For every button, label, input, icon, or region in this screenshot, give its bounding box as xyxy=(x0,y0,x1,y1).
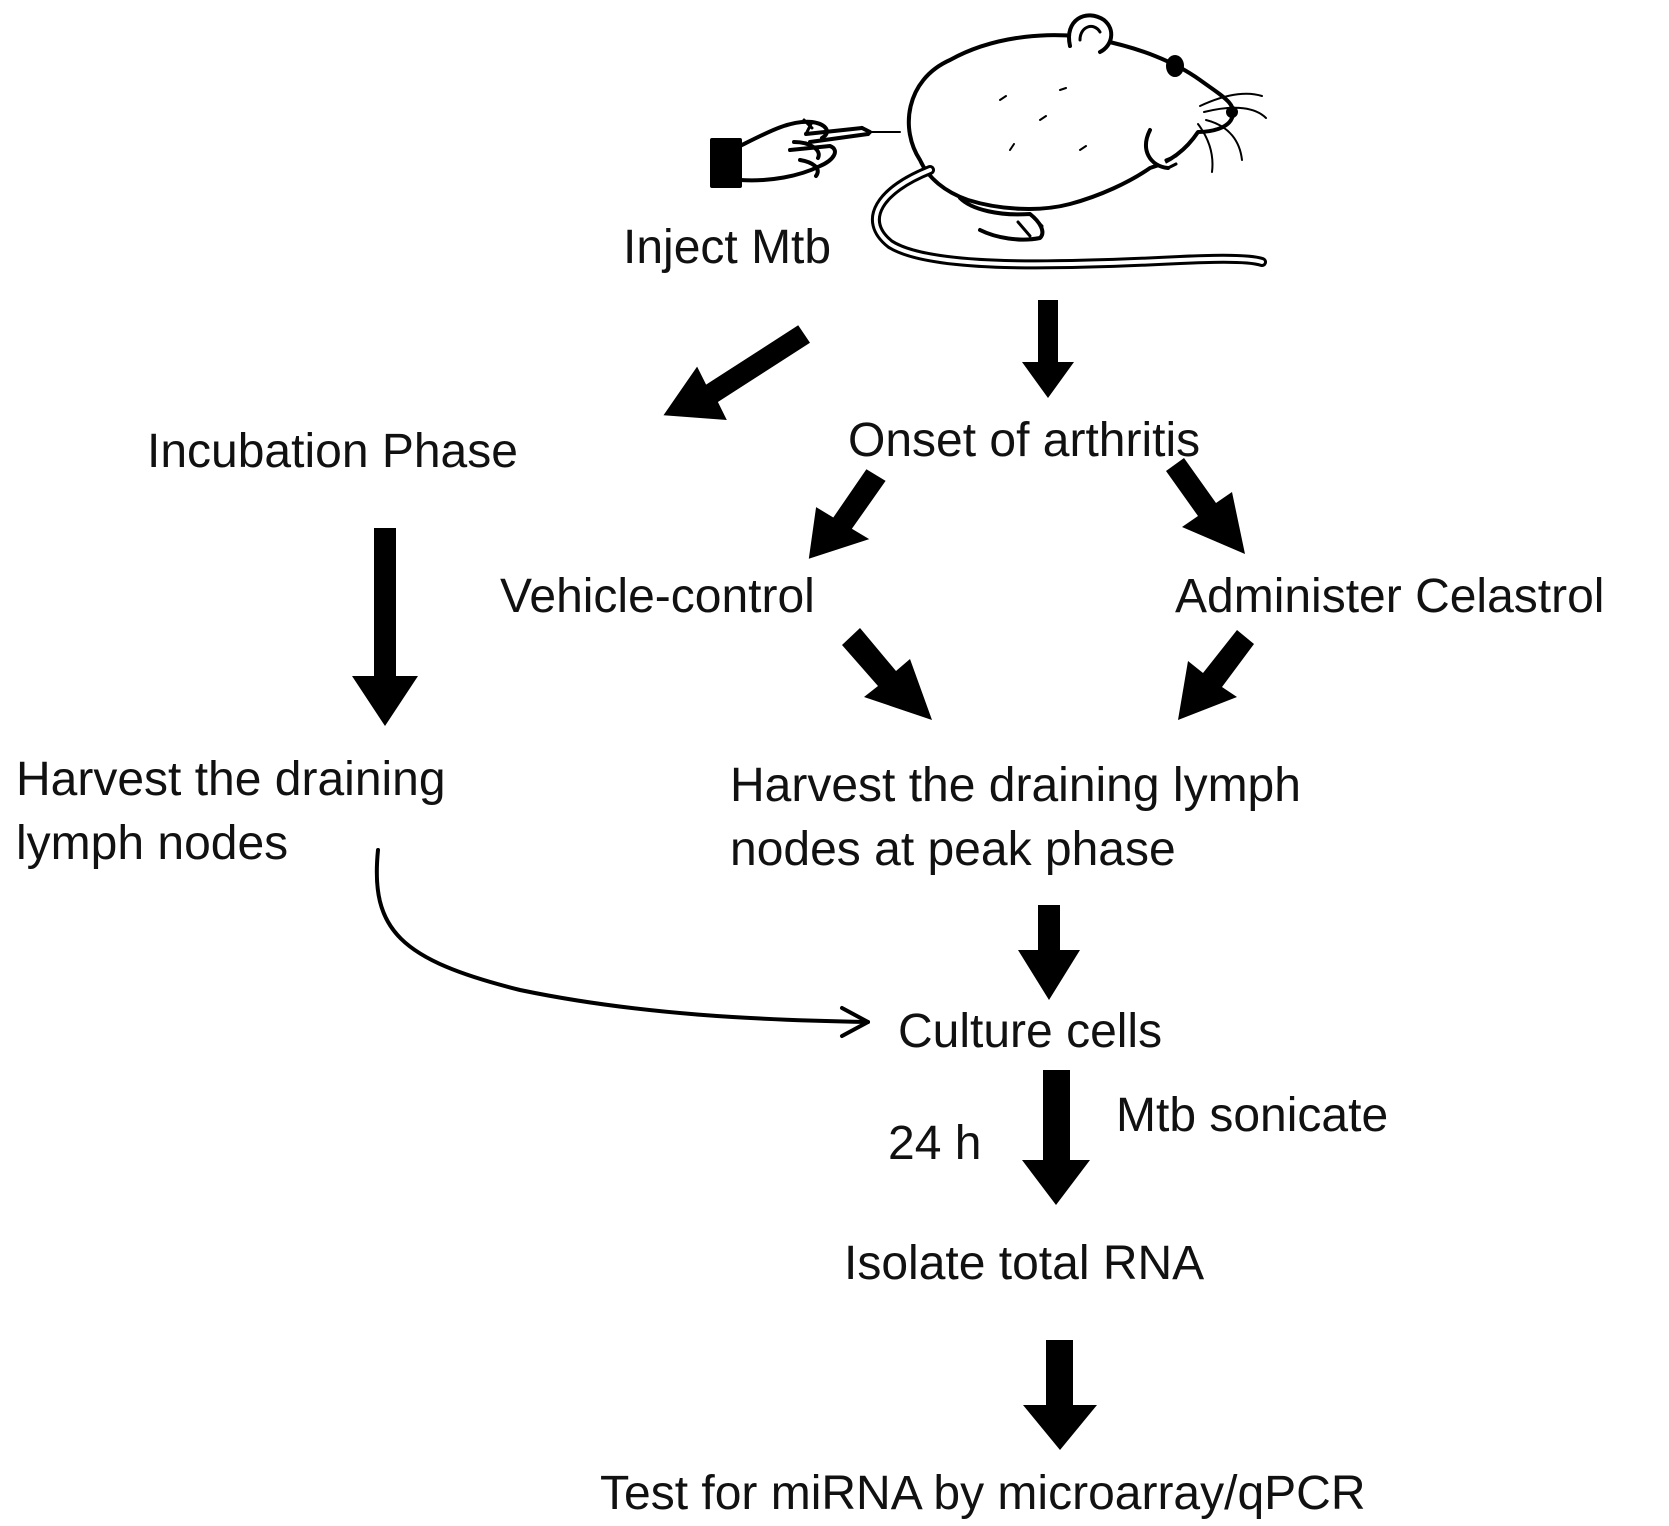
arrow-onset-to-celastrol xyxy=(1166,458,1245,554)
arrow-celastrol-to-harvest xyxy=(1178,630,1254,720)
harvest-left-line2: lymph nodes xyxy=(16,817,289,870)
arrow-onset-to-vehicle xyxy=(808,469,886,559)
label-incubation-phase: Incubation Phase xyxy=(147,425,518,478)
hand-syringe-icon xyxy=(710,118,901,188)
label-culture-cells: Culture cells xyxy=(898,1005,1163,1058)
arrow-harvest-to-culture xyxy=(1018,905,1080,1000)
label-isolate-rna: Isolate total RNA xyxy=(844,1237,1205,1290)
label-harvest-right: Harvest the draining lymph nodes at peak… xyxy=(730,754,1490,882)
label-24h: 24 h xyxy=(888,1117,982,1170)
label-harvest-left: Harvest the draining lymph nodes xyxy=(16,748,576,876)
arrow-inject-to-incubation xyxy=(663,325,810,420)
harvest-right-line1: Harvest the draining lymph xyxy=(730,759,1301,812)
label-mtb-sonicate: Mtb sonicate xyxy=(1116,1089,1389,1142)
arrow-inject-to-onset xyxy=(1022,300,1074,398)
arrow-incubation-to-harvest xyxy=(352,528,418,726)
arrow-curved-to-culture xyxy=(374,848,870,1038)
label-test-mirna: Test for miRNA by microarray/qPCR xyxy=(600,1467,1366,1520)
rat-icon xyxy=(870,13,1267,270)
label-onset-arthritis: Onset of arthritis xyxy=(848,414,1201,467)
arrow-isolate-to-test xyxy=(1023,1340,1097,1450)
harvest-left-line1: Harvest the draining xyxy=(16,753,446,806)
arrow-vehicle-to-harvest xyxy=(842,628,932,720)
label-administer-celastrol: Administer Celastrol xyxy=(1175,570,1605,623)
label-vehicle-control: Vehicle-control xyxy=(500,570,815,623)
harvest-right-line2: nodes at peak phase xyxy=(730,823,1176,876)
label-inject-mtb: Inject Mtb xyxy=(623,221,832,274)
arrow-culture-to-isolate xyxy=(1022,1070,1090,1205)
